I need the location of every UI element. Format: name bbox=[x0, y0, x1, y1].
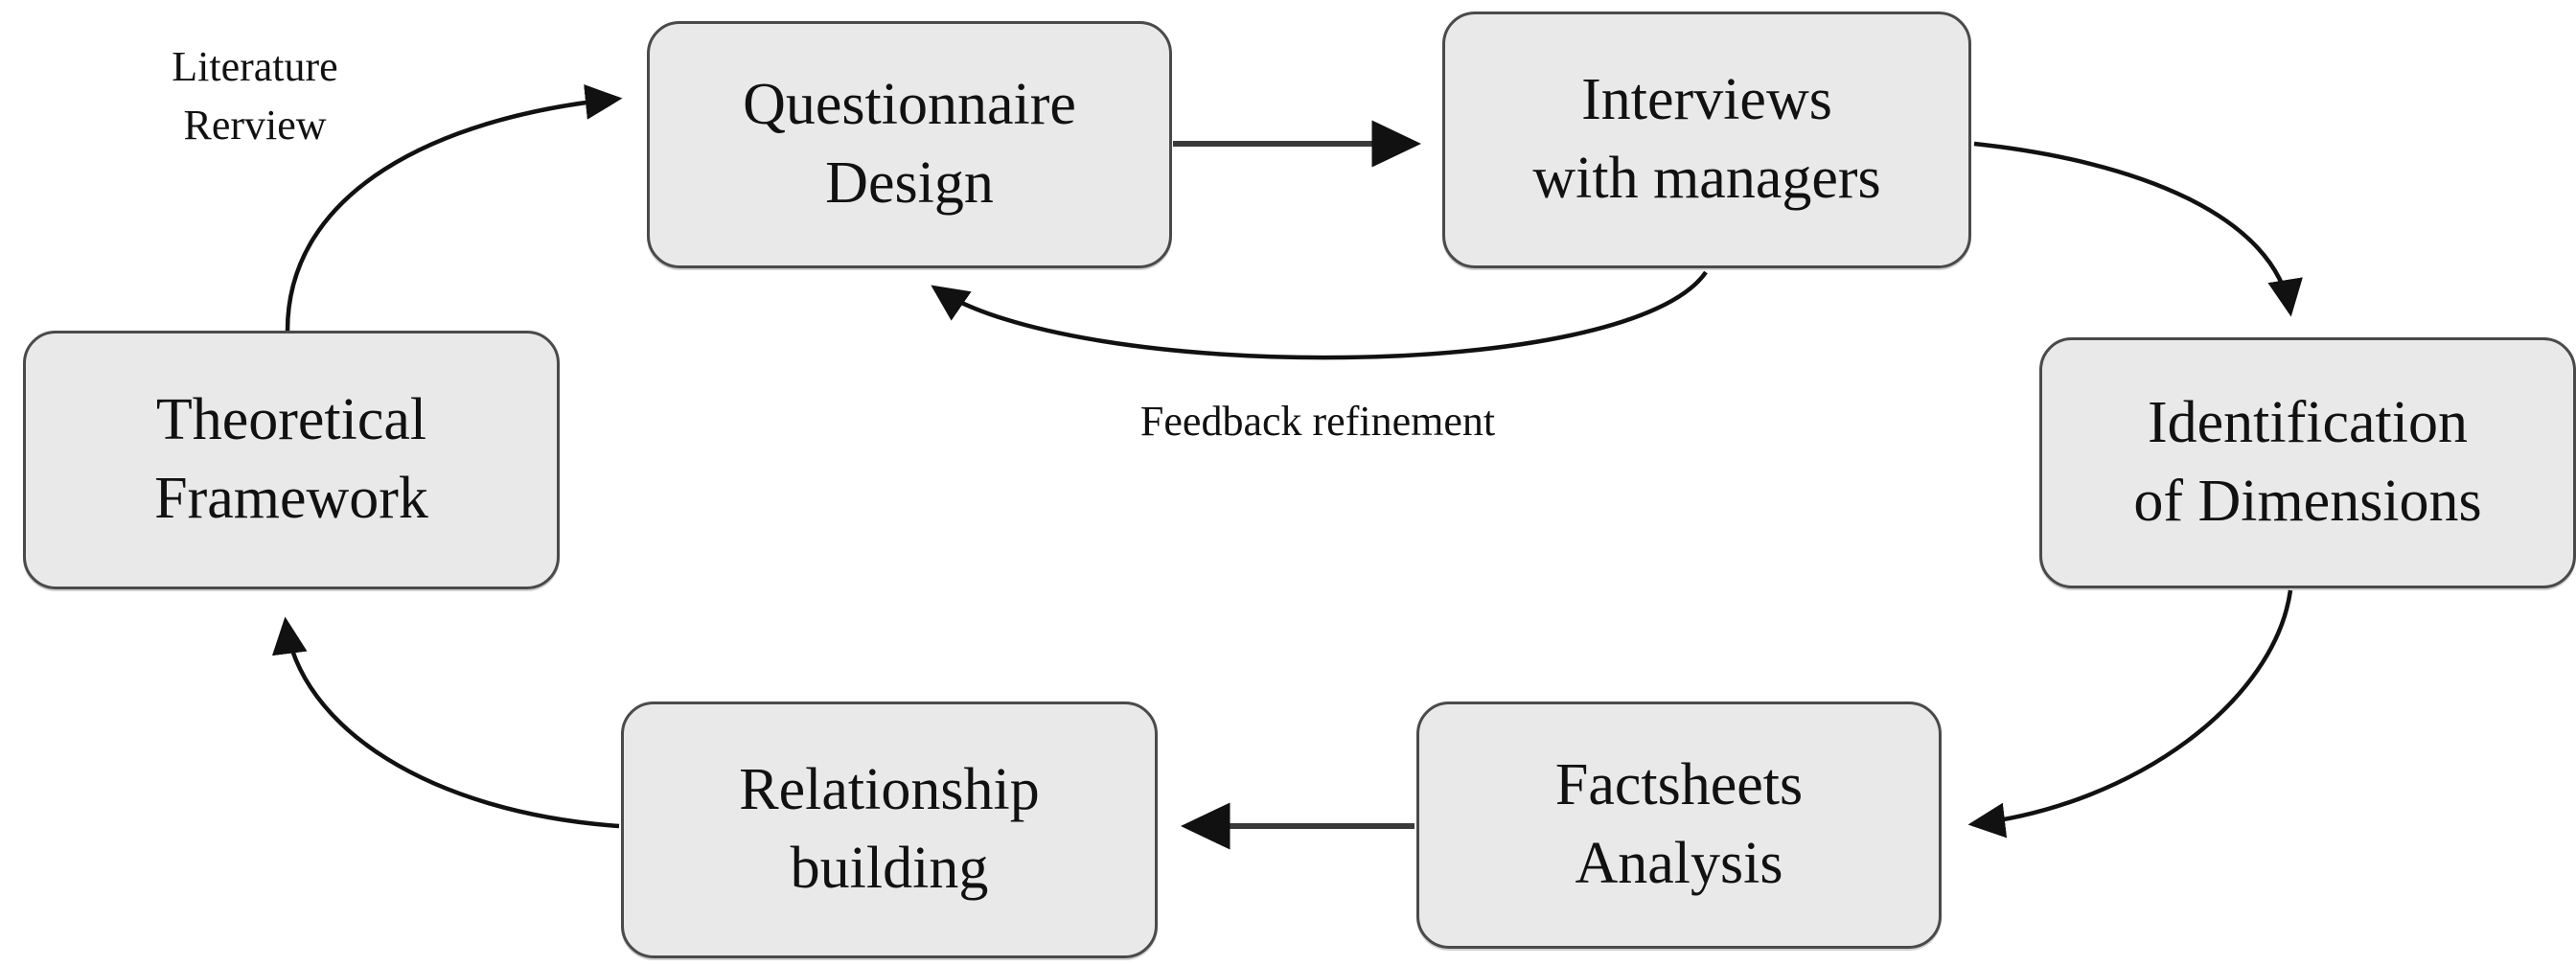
node-label-line2: with managers bbox=[1532, 146, 1881, 211]
node-label-line1: Questionnaire bbox=[743, 72, 1076, 138]
edge-label-line1: Literature bbox=[172, 43, 338, 90]
node-label-line2: Design bbox=[825, 150, 994, 216]
edge-label-literature-review: Literature Rerview bbox=[140, 38, 370, 154]
node-label-line2: Framework bbox=[154, 466, 428, 531]
node-label-line2: Analysis bbox=[1575, 831, 1783, 896]
edge-interviews-to-questionnaire bbox=[931, 270, 1708, 360]
node-label-line1: Factsheets bbox=[1554, 752, 1804, 818]
node-label-line2: of Dimensions bbox=[2133, 469, 2482, 534]
edge-interviews-to-identification bbox=[1973, 141, 2303, 317]
edge-theoretical-to-questionnaire bbox=[285, 84, 623, 332]
node-identification-of-dimensions[interactable]: Identification of Dimensions bbox=[2039, 337, 2576, 588]
node-factsheets-analysis[interactable]: Factsheets Analysis bbox=[1416, 702, 1942, 949]
edge-label-line1: Feedback refinement bbox=[1139, 398, 1496, 445]
node-label-line1: Relationship bbox=[739, 757, 1040, 823]
node-theoretical-framework[interactable]: Theoretical Framework bbox=[23, 331, 560, 589]
edge-relationship-to-theoretical bbox=[271, 616, 620, 829]
node-label-line1: Interviews bbox=[1581, 67, 1832, 133]
edge-identification-to-factsheets bbox=[1967, 589, 2293, 839]
node-label-line2: building bbox=[790, 836, 989, 901]
edge-label-line2: Rerview bbox=[183, 101, 327, 149]
node-label-line1: Identification bbox=[2148, 390, 2468, 456]
node-label-line1: Theoretical bbox=[155, 387, 427, 453]
node-interviews-with-managers[interactable]: Interviews with managers bbox=[1442, 12, 1971, 268]
node-relationship-building[interactable]: Relationship building bbox=[621, 702, 1158, 958]
edge-label-feedback-refinement: Feedback refinement bbox=[1097, 393, 1538, 451]
node-questionnaire-design[interactable]: Questionnaire Design bbox=[647, 21, 1172, 268]
